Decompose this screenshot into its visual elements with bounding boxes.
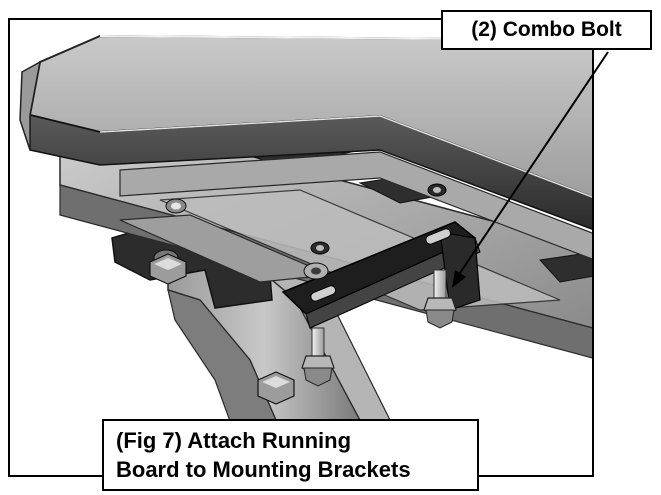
caption-line-2: Board to Mounting Brackets xyxy=(116,457,411,482)
callout-arrow-icon xyxy=(452,51,609,288)
caption-line-1: (Fig 7) Attach Running xyxy=(116,428,352,453)
mounting-bracket xyxy=(281,221,481,329)
combo-bolt xyxy=(301,327,335,387)
bolt-holes xyxy=(165,183,447,255)
figure-caption: (Fig 7) Attach Running Board to Mounting… xyxy=(102,419,479,491)
combo-bolt xyxy=(423,269,457,329)
hex-nut xyxy=(303,262,329,280)
callout-label: (2) Combo Bolt xyxy=(441,10,652,50)
hex-nut xyxy=(149,253,187,285)
hex-nut xyxy=(257,371,295,405)
